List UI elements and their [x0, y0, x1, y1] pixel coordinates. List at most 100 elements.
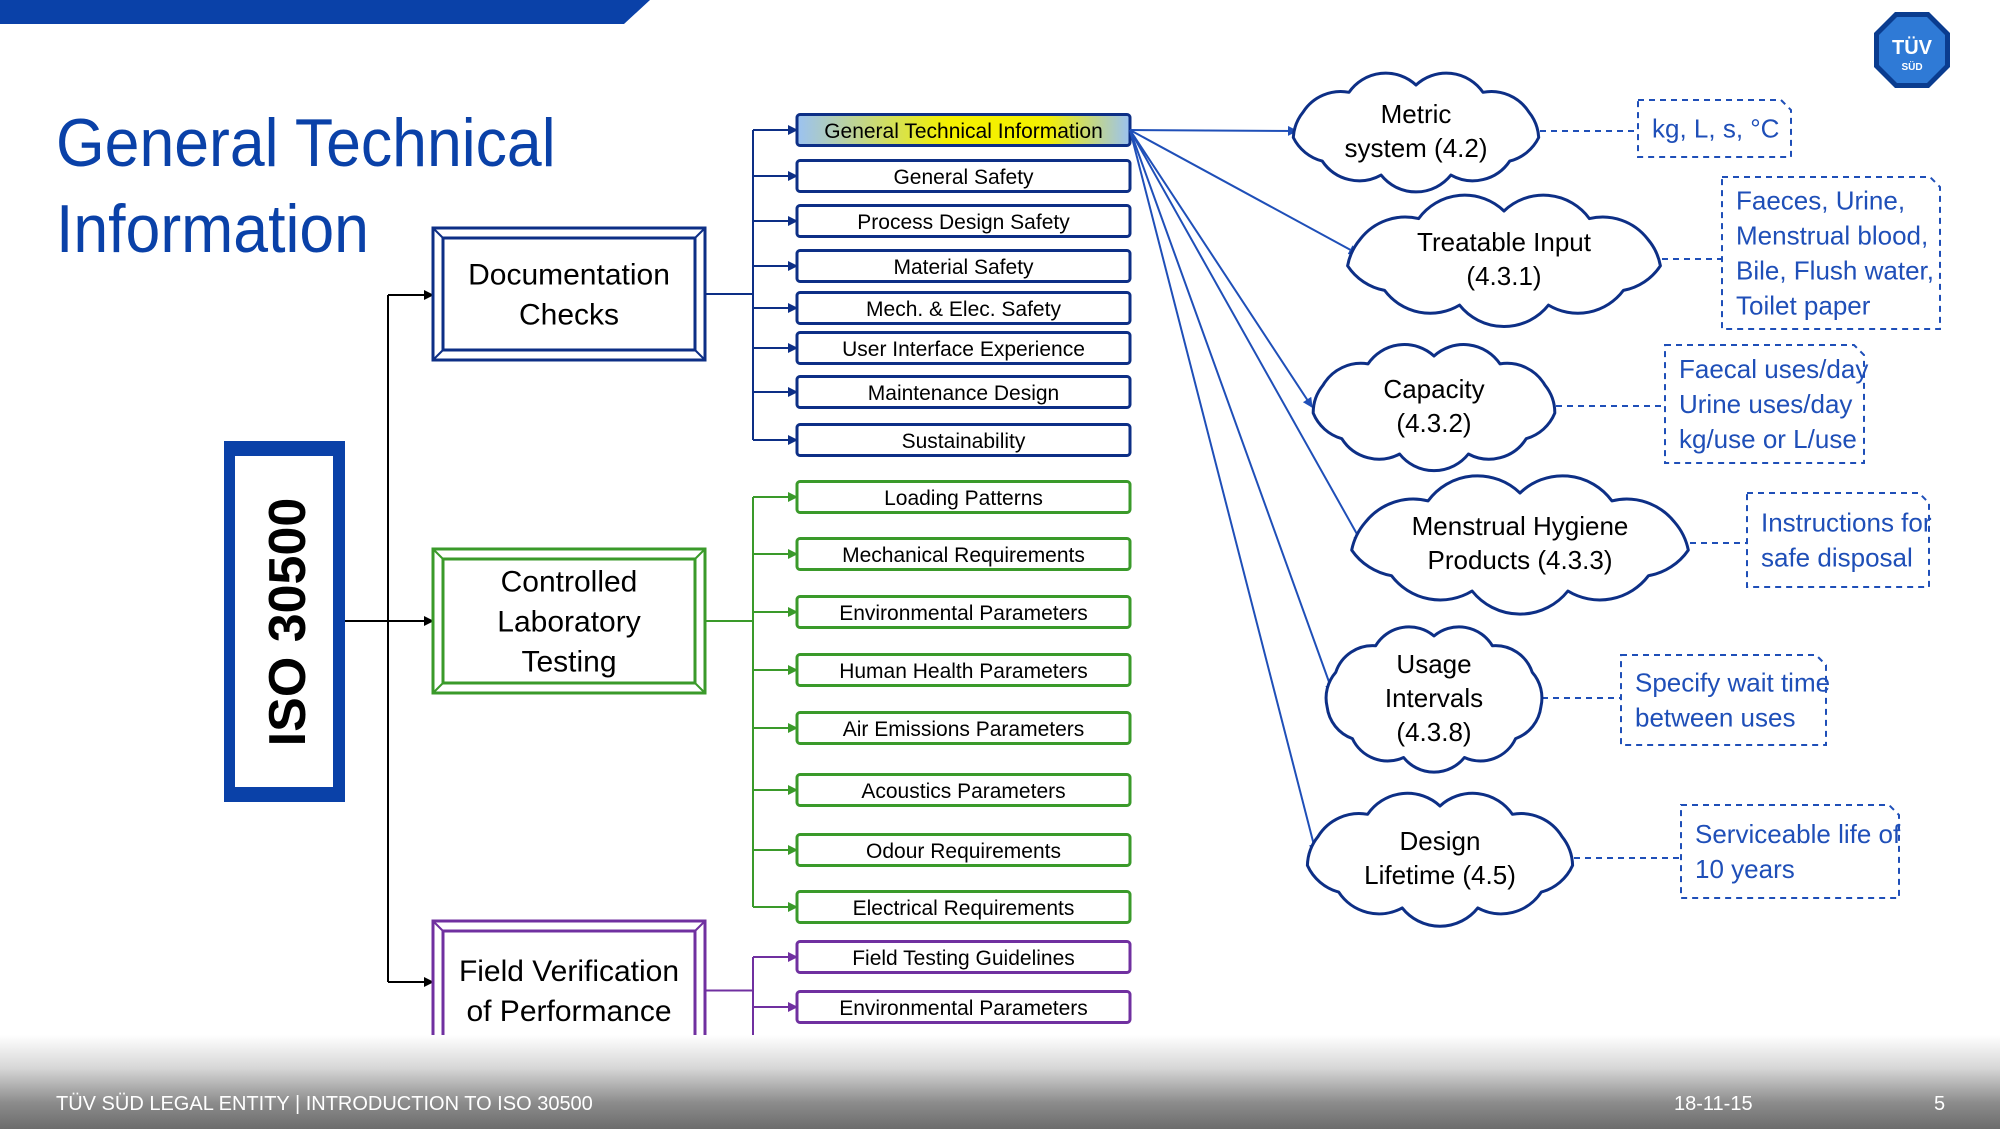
note-box: kg, L, s, °C [1637, 99, 1792, 158]
group-label: Testing [521, 646, 616, 679]
cloud-shape [1350, 474, 1690, 616]
note-text: Toilet paper [1736, 291, 1871, 321]
item-box [795, 940, 1132, 974]
cloud-shape [1291, 71, 1541, 194]
note-text: Bile, Flush water, [1736, 256, 1934, 286]
item-label: Mech. & Elec. Safety [866, 298, 1061, 321]
note-frame [1620, 654, 1827, 746]
item-label: Human Health Parameters [839, 660, 1088, 683]
group-label: Documentation [468, 259, 670, 292]
item-node: Environmental Parameters [795, 990, 1132, 1024]
item-node: General Safety [795, 159, 1132, 193]
note-text: Instructions for [1761, 508, 1932, 538]
cloud-label: (4.3.8) [1396, 717, 1471, 747]
note-frame [1637, 99, 1792, 158]
box-bevel-line [432, 682, 444, 694]
cloud-label: Metric [1381, 99, 1452, 129]
item-label: Acoustics Parameters [861, 780, 1065, 803]
item-node: Sustainability [795, 423, 1132, 457]
item-box [795, 833, 1132, 867]
item-box [795, 249, 1132, 283]
note-frame [1721, 176, 1941, 330]
item-box [795, 990, 1132, 1024]
item-box [795, 291, 1132, 325]
cloud-label: Capacity [1383, 374, 1484, 404]
group-label: Controlled [501, 566, 638, 599]
group-label: Laboratory [497, 606, 640, 639]
cloud-label: (4.3.2) [1396, 408, 1471, 438]
cloud-label: Design [1400, 826, 1481, 856]
note-text: Faeces, Urine, [1736, 186, 1905, 216]
item-node: Field Testing Guidelines [795, 940, 1132, 974]
box-bevel-line [694, 548, 706, 560]
item-label: Air Emissions Parameters [843, 718, 1085, 741]
cloud-label: Menstrual Hygiene [1412, 511, 1629, 541]
item-label: User Interface Experience [842, 338, 1085, 361]
item-box [795, 480, 1132, 514]
item-box [795, 653, 1132, 687]
item-node: Electrical Requirements [795, 890, 1132, 924]
svg-text:TÜV: TÜV [1892, 36, 1933, 59]
detail-arrow [1129, 129, 1335, 694]
note-frame [1664, 344, 1865, 464]
item-node: General Technical Information [795, 113, 1132, 147]
item-node: Odour Requirements [795, 833, 1132, 867]
item-box [795, 711, 1132, 745]
cloud-shape [1305, 791, 1575, 928]
note-box: Faeces, Urine, Menstrual blood, Bile, Flus… [1721, 176, 1941, 330]
detail-arrow [1129, 129, 1363, 544]
note-text: Menstrual blood, [1736, 221, 1928, 251]
box-bevel-line [694, 920, 706, 932]
title-line: General Technical [56, 105, 556, 181]
slide-title: General Technical Information [56, 100, 608, 272]
item-label: Loading Patterns [884, 487, 1043, 510]
box-bevel-line [432, 548, 444, 560]
item-node: Material Safety [795, 249, 1132, 283]
item-box [795, 773, 1132, 807]
cloud-shape [1311, 343, 1557, 473]
cloud-callout: Capacity (4.3.2) [1311, 343, 1557, 473]
note-frame [1680, 804, 1900, 899]
item-box [795, 204, 1132, 238]
tuv-sud-logo: TÜV SÜD [1874, 12, 1950, 88]
cloud-shape [1346, 193, 1662, 328]
cloud-callout: Treatable Input(4.3.1) [1346, 193, 1662, 328]
box-bevel-line [432, 349, 444, 361]
root-label: ISO 30500 [259, 498, 317, 747]
footer-label: TÜV SÜD LEGAL ENTITY | INTRODUCTION TO I… [56, 1093, 593, 1115]
note-text: kg, L, s, °C [1652, 114, 1779, 144]
note-text: between uses [1635, 703, 1795, 733]
item-node: Maintenance Design [795, 375, 1132, 409]
root-node: ISO 30500 [224, 441, 345, 802]
note-box: Specify wait time between uses [1620, 654, 1830, 746]
title-line: Information [56, 191, 369, 267]
item-label: Environmental Parameters [839, 602, 1088, 625]
note-text: safe disposal [1761, 543, 1913, 573]
item-node: Acoustics Parameters [795, 773, 1132, 807]
item-label: Odour Requirements [866, 840, 1061, 863]
box-bevel-line [694, 227, 706, 239]
item-label: Material Safety [893, 256, 1034, 279]
page-number: 5 [1934, 1093, 1946, 1115]
item-node: Mechanical Requirements [795, 537, 1132, 571]
note-text: Serviceable life of [1695, 819, 1901, 849]
box-inner-frame [441, 557, 697, 685]
svg-text:SÜD: SÜD [1901, 60, 1922, 73]
cloud-label: Lifetime (4.5) [1364, 860, 1516, 890]
note-text: Specify wait time [1635, 668, 1830, 698]
item-label: Sustainability [902, 430, 1026, 453]
box-bevel-line [432, 227, 444, 239]
box-inner-frame [441, 236, 697, 352]
item-node: Human Health Parameters [795, 653, 1132, 687]
note-text: 10 years [1695, 854, 1795, 884]
note-box: Serviceable life of 10 years [1680, 804, 1901, 899]
item-label: Electrical Requirements [853, 897, 1075, 920]
cloud-label: Products (4.3.3) [1428, 545, 1613, 575]
item-label: Mechanical Requirements [842, 544, 1085, 567]
